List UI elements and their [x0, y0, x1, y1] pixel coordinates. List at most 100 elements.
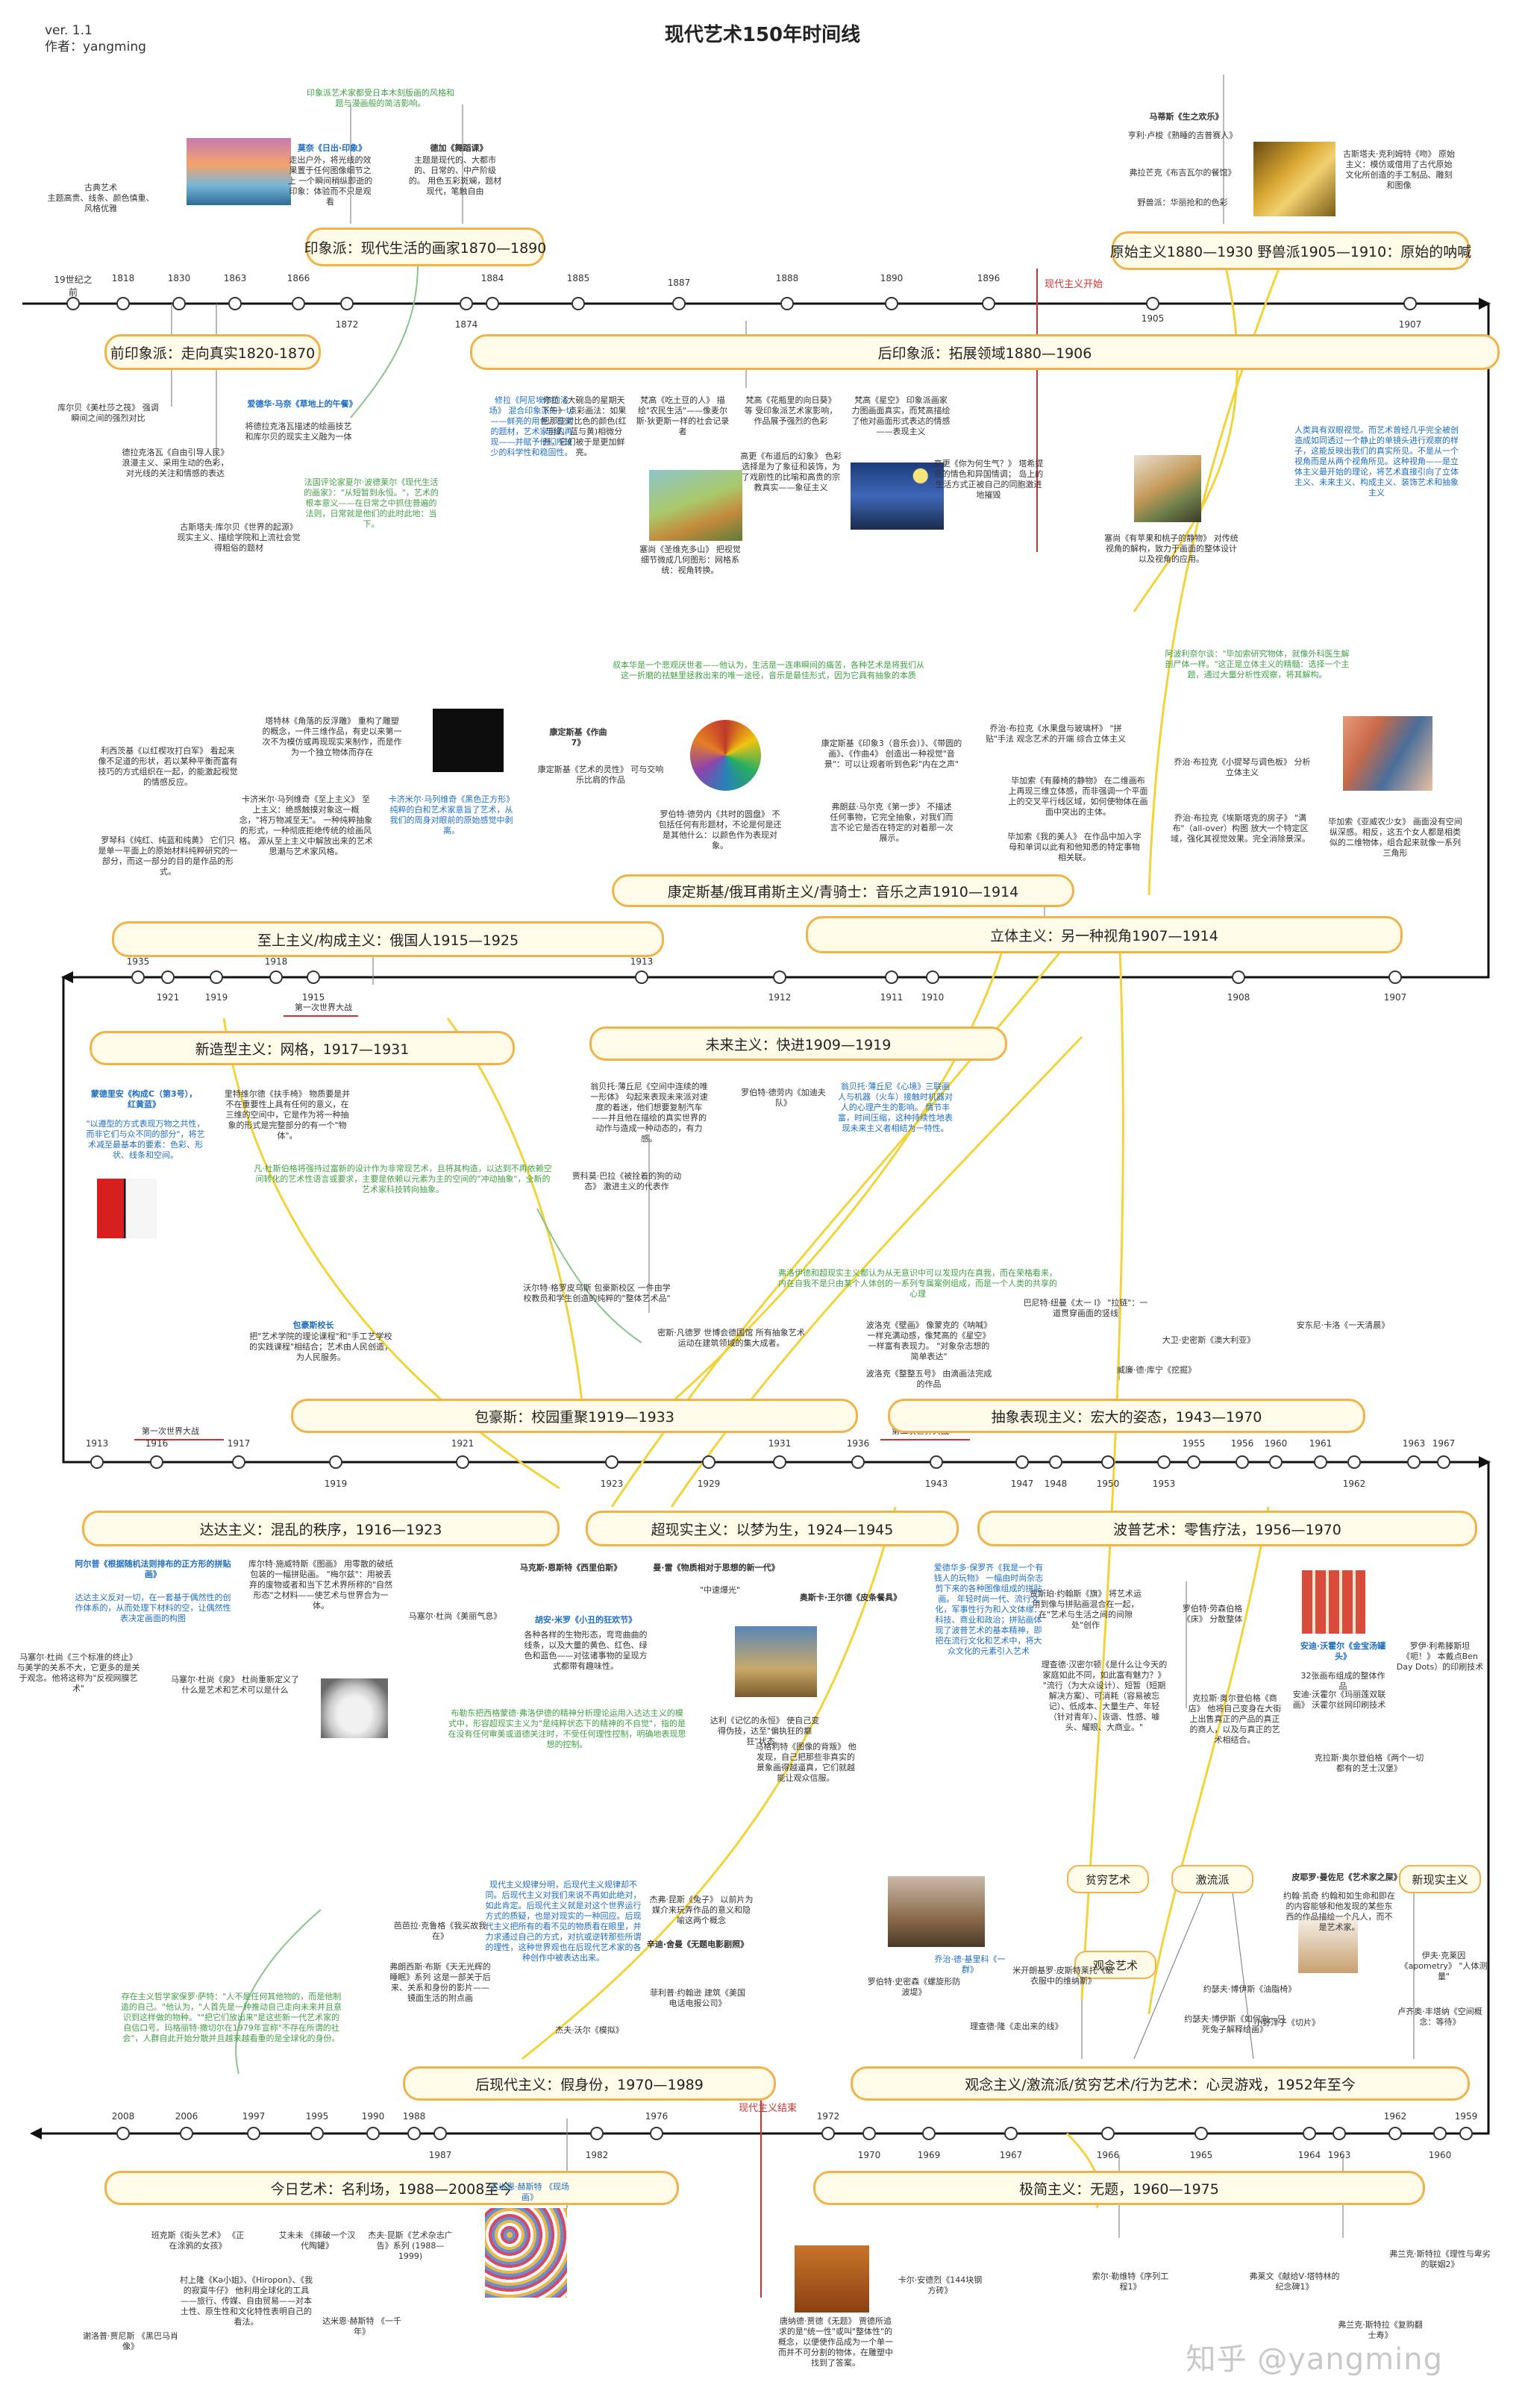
year-dot [366, 2127, 380, 2140]
year-label: 1908 [1227, 992, 1250, 1003]
note-ai-weiwei: 艾未未 《摔破一个汉代陶罐》 [278, 2230, 356, 2251]
period-post-impressionism[interactable]: 后印象派：拓展领域1880—1906 [470, 334, 1500, 370]
year-dot [486, 297, 499, 310]
period-postmodernism[interactable]: 后现代主义：假身份，1970—1989 [403, 2066, 776, 2101]
year-dot [1004, 2127, 1018, 2140]
note-beuys-fat-chair: 约瑟夫·博伊斯《油脂椅》 [1203, 1984, 1297, 1994]
year-label: 1960 [1428, 2150, 1452, 2160]
period-bauhaus[interactable]: 包豪斯：校园重聚1919—1933 [291, 1399, 858, 1433]
note-wilde: 奥斯卡·王尔德《皮条餐具》 [799, 1593, 902, 1602]
year-dot [460, 297, 473, 310]
note-schopenhauer: 叔本华是一个悲观厌世者——他认为，生活是一连串瞬间的痛苦，各种艺术是将我们从这一… [613, 660, 924, 680]
note-dali: 达利《记忆的永恒》 使自己变得伪技，达至"偏执狂的癫狂"状态。 [710, 1716, 820, 1746]
note-sherman: 辛迪·舍曼《无题电影剧照》 [646, 1940, 749, 1949]
year-dot [635, 971, 648, 984]
note-cezanne-mountain: 塞尚《圣维克多山》 把视觉细节微成几何图形：网格系统：视角转换。 [639, 545, 741, 575]
year-label: 1888 [775, 273, 799, 283]
note-mondrian: "以遵型的方式表现万物之共性，而非它们与众不同的部分"，将艺术减至最基本的要素：… [86, 1119, 205, 1160]
period-impressionism[interactable]: 印象派：现代生活的画家1870—1890 [304, 228, 546, 266]
period-conceptual[interactable]: 观念主义/激流派/贫穷艺术/行为艺术：心灵游戏，1952年至今 [851, 2066, 1470, 2101]
year-dot [1187, 1455, 1200, 1469]
note-ono: 小野洋子《切片》 [1254, 2018, 1320, 2028]
note-gropius: 沃尔特·格罗皮乌斯 包豪斯校区 一件由学校教员和学生创造的纯粹的"整体艺术品" [523, 1283, 671, 1303]
period-futurism[interactable]: 未来主义：快进1909—1919 [589, 1026, 1007, 1061]
year-label: 1964 [1297, 2150, 1321, 2160]
fountain-image [321, 1678, 388, 1738]
note-braque-violin: 乔治·布拉克《小提琴与调色板》 分析立体主义 [1174, 757, 1311, 777]
year-label: 2006 [175, 2111, 198, 2122]
period-today[interactable]: 今日艺术：名利场，1988—2008至今 [104, 2171, 679, 2205]
note-klein: 伊夫·克莱因《apometry》 "人体测量" [1400, 1951, 1488, 1981]
black-square-image [433, 709, 504, 772]
year-dot [269, 971, 283, 984]
vangogh-starry-night-image [851, 463, 944, 530]
period-minimalism[interactable]: 极简主义：无题，1960—1975 [813, 2171, 1425, 2205]
period-suprematism[interactable]: 至上主义/构成主义：俄国人1915—1925 [112, 921, 664, 957]
note-flavin: 弗莱文《献给V·塔特林的纪念碑1》 [1249, 2271, 1340, 2292]
year-label: 1884 [480, 273, 504, 283]
year-label: 1948 [1044, 1479, 1068, 1489]
year-dot [116, 2127, 130, 2140]
note-lissitzky: 利西茨基《以红楔攻打白军》 看起来像不足道的形状，若以某种平衡而富有技巧的方式组… [98, 746, 238, 787]
year-dot [1437, 1455, 1450, 1469]
cezanne-still-life-image [1134, 455, 1201, 522]
movement-new-realism[interactable]: 新现实主义 [1399, 1865, 1481, 1893]
period-surrealism[interactable]: 超现实主义：以梦为生，1924—1945 [586, 1511, 959, 1546]
note-mondrian-title: 蒙德里安《构成C（第3号），红黄蓝》 [90, 1089, 198, 1109]
period-primitivism[interactable]: 原始主义1880—1930 野兽派1905—1910：原始的呐喊 [1110, 231, 1471, 270]
year-label: 1907 [1398, 319, 1422, 330]
note-schwitters: 库尔特·施威特斯《图画》 用零散的破纸包装的一幅拼贴画。 "梅尔兹"：用被丢弃的… [248, 1559, 393, 1611]
note-wall: 杰夫·沃尔《模拟》 [555, 2025, 624, 2035]
note-malevich-suprematism: 卡济米尔·马列维奇《至上主义》 至上主义：绝感触摸对象这一概念，"将万物减至无"… [239, 794, 373, 856]
year-label: 1921 [156, 992, 180, 1003]
period-pop-art[interactable]: 波普艺术：零售疗法，1956—1970 [977, 1511, 1477, 1546]
note-koons-rabbit: 杰弗·昆斯《兔子》 以前片为媒介来玩弄作品的意义和隐喻这两个概念 [649, 1895, 754, 1925]
year-label: 1905 [1141, 313, 1165, 324]
year-dot [1388, 2127, 1402, 2140]
note-arp-title: 阿尔普《根据随机法则排布的正方形的拼贴画》 [75, 1559, 231, 1579]
note-lewitt: 索尔·勒维特《序列工程1》 [1092, 2271, 1169, 2292]
year-dot [1269, 1455, 1283, 1469]
note-magritte: 马格利特《图像的背叛》 他发现，自己把那些非真实的景象画得越逼真，它们就越能让观… [755, 1742, 857, 1783]
note-delaunay: 罗伯特·德劳内《共时的圆盘》 不包括任何有形题材，不论是何是还是其他什么：以颜色… [658, 809, 782, 850]
note-hirst-spot: 达米恩·赫斯特 《现场画》 [490, 2182, 569, 2202]
warhol-soup-image [1302, 1570, 1365, 1634]
period-neoplasticism[interactable]: 新造型主义：网格，1917—1931 [90, 1031, 515, 1065]
note-vlaminck: 弗拉芒克《布吉瓦尔的餐馆》 [1129, 168, 1236, 178]
ww1-label-1: 第一次世界大战 [295, 1003, 352, 1012]
movement-fluxus[interactable]: 激流派 [1171, 1865, 1253, 1893]
year-dot [456, 1455, 469, 1469]
note-monet: 走出户外，将光线的效果置于任何图像细节之上 一个瞬间稍纵即逝的印象：体验而不只是… [287, 155, 373, 207]
period-pre-impressionism[interactable]: 前印象派：走向真实1820-1870 [104, 334, 321, 370]
row1-line [22, 302, 1490, 2135]
period-dada[interactable]: 达达主义：混乱的秩序，1916—1923 [82, 1511, 560, 1546]
note-oldenburg: 克拉斯·奥尔登伯格《商店》 他将自己变身在大街上出售真正的产品的真正的商人，以及… [1188, 1693, 1282, 1745]
note-degas-title: 德加《舞蹈课》 [430, 143, 488, 153]
year-label: 1943 [924, 1479, 948, 1489]
year-label: 1918 [264, 956, 288, 967]
year-label: 1987 [428, 2150, 452, 2160]
year-label: 1874 [454, 319, 478, 330]
year-label: 1887 [667, 278, 691, 288]
note-hirst-thousand: 达米恩·赫斯特 《一千年》 [322, 2316, 401, 2336]
year-label: 1921 [451, 1438, 475, 1449]
note-breton: 布勒东把西格蒙德·弗洛伊德的精神分析理论运用入达达主义的模式中，形容超现实主义为… [448, 1708, 686, 1749]
movement-conceptual-art[interactable]: 观念艺术 [1074, 1951, 1156, 1979]
note-fontana: 卢齐奥·丰塔纳《空间概念：等待》 [1397, 2007, 1482, 2027]
movement-arte-povera[interactable]: 贫穷艺术 [1067, 1865, 1149, 1893]
year-dot [232, 1455, 245, 1469]
year-label: 1963 [1402, 1438, 1426, 1449]
year-label: 1919 [204, 992, 228, 1003]
period-abstract-expressionism[interactable]: 抽象表现主义：宏大的姿态，1943—1970 [888, 1399, 1365, 1433]
period-kandinsky[interactable]: 康定斯基/俄耳甫斯主义/青骑士：音乐之声1910—1914 [612, 874, 1074, 907]
year-label: 1917 [227, 1438, 251, 1449]
note-pollock-mural: 波洛克《壁画》 像蒙克的《呐喊》一样充满动感，像梵高的《星空》一样富有表现力。 … [865, 1320, 992, 1361]
year-dot [292, 297, 305, 310]
note-midtone: "中速爆光" [699, 1585, 741, 1595]
year-label: 1967 [1432, 1438, 1456, 1449]
period-cubism[interactable]: 立体主义：另一种视角1907—1914 [806, 916, 1403, 953]
note-fairey: 谢洛普·贾尼斯 《黑巴马肖像》 [83, 2331, 178, 2351]
note-newman: 巴尼特·纽曼《太一 I》 "拉链"：一道贯穿画面的竖线 [1023, 1298, 1148, 1318]
note-delacroix: 德拉克洛瓦《自由引导人民》 浪漫主义、采用生动的色彩，对光线的关注和情感的表达 [122, 448, 229, 478]
note-paolozzi: 爱德华多·保罗齐《我是一个有钱人的玩物》 一幅由时尚杂志剪下来的各种图像组成的拼… [933, 1563, 1044, 1656]
